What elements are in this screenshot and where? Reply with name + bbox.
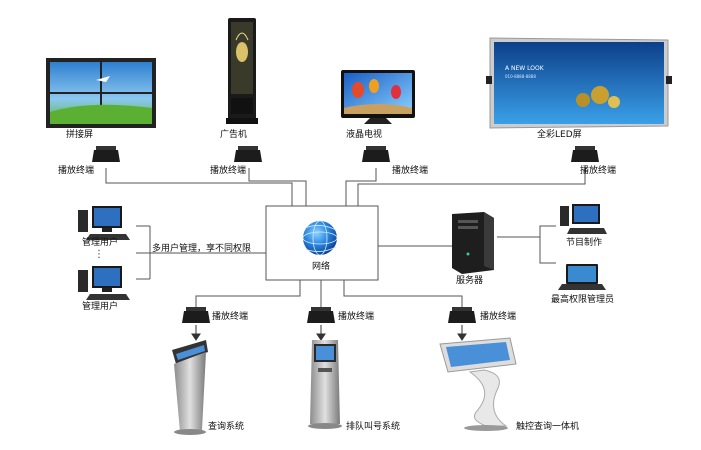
admin-user-label-2: 管理用户: [82, 302, 119, 312]
arrow-icon: [191, 325, 467, 341]
player-terminal-label-2: 播放终端: [210, 166, 247, 176]
network-label: 网络: [312, 262, 331, 272]
led-subline: 010-8888-8888: [505, 74, 536, 79]
touch-kiosk-label: 触控查询一体机: [516, 422, 580, 432]
program-making-label: 节目制作: [566, 238, 603, 248]
queue-kiosk-icon: [308, 340, 342, 429]
player-terminal-label-6: 播放终端: [338, 312, 375, 322]
lcd-tv-label: 液晶电视: [346, 130, 383, 140]
led-headline: A NEW LOOK: [505, 65, 545, 72]
ad-machine-label: 广告机: [220, 130, 248, 140]
globe-icon: [302, 220, 338, 256]
admin-user-label-1: 管理用户: [82, 238, 119, 248]
player-terminal-icon: [92, 146, 599, 162]
ad-machine-icon: [226, 18, 258, 124]
player-terminal-label-7: 播放终端: [480, 312, 517, 322]
player-terminal-label-4: 播放终端: [580, 166, 617, 176]
player-terminal-label-3: 播放终端: [392, 166, 429, 176]
multi-user-label: 多用户管理，享不同权限: [152, 244, 252, 254]
led-screen-label: 全彩LED屏: [537, 130, 582, 140]
laptop-icon: [558, 264, 606, 290]
player-terminal-label-1: 播放终端: [58, 166, 95, 176]
player-terminal-label-5: 播放终端: [212, 312, 249, 322]
led-screen-icon: A NEW LOOK 010-8888-8888: [486, 37, 672, 129]
query-kiosk-icon: [172, 340, 208, 435]
super-admin-label: 最高权限管理员: [551, 295, 615, 305]
server-icon: [452, 212, 494, 274]
server-label: 服务器: [456, 276, 484, 286]
queue-system-label: 排队叫号系统: [346, 422, 401, 432]
connection-lines: [105, 168, 586, 307]
player-terminal-icon: [182, 307, 476, 323]
admin-dots: ⋮: [94, 249, 104, 260]
video-wall-icon: [46, 58, 156, 128]
admin-pc-icon: [78, 206, 130, 300]
program-pc-icon: [560, 204, 607, 234]
query-system-label: 查询系统: [208, 422, 245, 432]
lcd-tv-icon: [341, 70, 415, 124]
touch-kiosk-icon: [439, 337, 517, 431]
video-wall-label: 拼接屏: [66, 130, 94, 140]
